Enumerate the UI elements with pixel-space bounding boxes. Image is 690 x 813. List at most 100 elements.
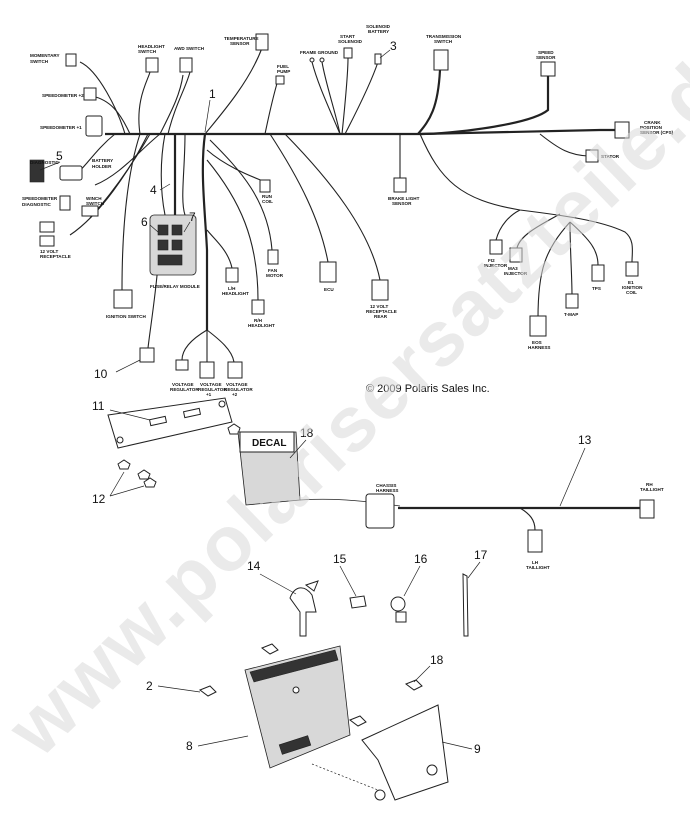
callout-6: 6 [141, 215, 148, 229]
label-voltage-regulator-2-3: +2 [232, 392, 238, 397]
leader-line [559, 447, 586, 507]
leader-line [197, 735, 249, 747]
wire-temp-sensor [204, 47, 263, 135]
label-rh-taillight-2: TAILLIGHT [640, 487, 664, 492]
label-start-solenoid-2: SOLENOID [338, 39, 363, 44]
leader-line [259, 573, 297, 595]
label-voltage-regulator-2-1: VOLTAGE [226, 382, 248, 387]
label-temperature-sensor-1: TEMPERATURE [224, 36, 259, 41]
decal-part-18: DECAL [237, 431, 401, 507]
label-frame-ground: FRAME GROUND [300, 50, 339, 55]
label-run-coil-1: RUN [262, 194, 273, 199]
battery-holder-connector [59, 165, 83, 181]
wire-frame-ground-2 [321, 61, 341, 135]
rivets-part-12 [117, 459, 157, 488]
label-ecu: ECU [324, 287, 334, 292]
callout-numbers: 1 3 4 5 6 7 10 11 12 18 13 14 15 16 17 2… [56, 39, 592, 756]
wire-rh-headlight [206, 159, 259, 301]
label-battery-holder-1: BATTERY [92, 158, 113, 163]
bracket-hole [426, 764, 438, 776]
label-crank-position-3: SENSOR (CPS) [640, 130, 674, 135]
clip-arrow [304, 580, 319, 592]
relay-part-10 [139, 347, 155, 363]
label-voltage-regulator-2: REGULATOR [170, 387, 199, 392]
label-lh-headlight-2: HEADLIGHT [222, 291, 249, 296]
wire-start-solenoid [341, 57, 349, 135]
ecu-connector [319, 261, 337, 283]
callout-9: 9 [474, 742, 481, 756]
wire-rear-receptacle [284, 133, 381, 281]
leader-line [159, 183, 171, 191]
eos-harness-connector [529, 315, 547, 337]
assembly-line [311, 763, 379, 791]
callout-4: 4 [150, 183, 157, 197]
screw [260, 643, 279, 655]
module-top-edge [249, 649, 339, 683]
label-12v-receptacle-2: RECEPTACLE [40, 254, 71, 259]
label-ma3-injector-2: INJECTOR [504, 271, 528, 276]
wire-tps [569, 221, 599, 266]
module-part-8 [244, 645, 351, 769]
momentary-switch-connector [65, 53, 77, 67]
wire-awd [159, 74, 184, 135]
bracket-plate [107, 397, 233, 449]
callout-18-screw: 18 [430, 653, 444, 667]
leader-line [339, 565, 357, 597]
voltage-regulator-1-connector [199, 361, 215, 379]
label-speedometer-diagnostic-2: DIAGNOSTIC [22, 202, 52, 207]
leader-line [379, 49, 391, 59]
leader-line [289, 439, 307, 459]
voltage-regulator-connector [175, 359, 189, 371]
wire-frame-ground [311, 61, 341, 135]
harness-to-regulator [201, 133, 209, 330]
speedometer-2-connector [83, 87, 97, 101]
leader-line [204, 99, 211, 133]
label-ignition-coil-1: E1 [628, 280, 634, 285]
leader-line [109, 471, 125, 497]
label-winch-switch-2: SWITCH [86, 201, 105, 206]
bracket-slot [148, 415, 168, 427]
bracket-slot [182, 407, 202, 419]
label-voltage-regulator-1: VOLTAGE [172, 382, 194, 387]
part-16-clamp [390, 596, 407, 623]
rh-taillight-connector [639, 499, 655, 519]
label-battery-holder-2: HOLDER [92, 164, 112, 169]
label-momentary-switch-2: SWITCH [30, 59, 49, 64]
callout-11: 11 [92, 399, 105, 413]
speedometer-diagnostic-connector [59, 195, 71, 211]
leader-line [109, 485, 145, 497]
label-solenoid-battery-2: BATTERY [368, 29, 389, 34]
connector-labels: MOMENTARY SWITCH SPEEDOMETER +2 SPEEDOME… [22, 24, 674, 570]
ma3-injector-connector [509, 247, 523, 263]
wire-fan-motor [209, 139, 273, 251]
callout-7: 7 [189, 210, 196, 224]
leader-line [39, 161, 61, 171]
label-lh-taillight-1: LH [532, 560, 539, 565]
frame-ground-terminal [309, 57, 315, 63]
label-12v-receptacle-1: 12 VOLT [40, 249, 58, 254]
label-headlight-switch-2: SWITCH [138, 49, 157, 54]
label-speedometer-2: SPEEDOMETER +2 [42, 93, 84, 98]
part-18-screw [404, 679, 423, 691]
rear-harness-part-13 [365, 493, 655, 553]
callout-18-decal: 18 [300, 426, 314, 440]
label-voltage-regulator-1-3: +1 [206, 392, 212, 397]
leader-line [403, 565, 421, 597]
label-diagnostic: DIAGNOSTIC [30, 160, 60, 165]
callout-12: 12 [92, 492, 106, 506]
part-17-cable-tie [462, 573, 469, 637]
label-rh-taillight-1: RH [646, 482, 653, 487]
start-solenoid-connector [343, 47, 353, 59]
label-transmission-switch-1: TRANSMISSION [426, 34, 462, 39]
copyright-text: © 2009 Polaris Sales Inc. [366, 383, 490, 395]
fi2-injector-connector [489, 239, 503, 255]
label-ignition-coil-2: IGNITION [622, 285, 643, 290]
label-ignition-coil-3: COIL [626, 290, 637, 295]
callout-14: 14 [247, 559, 261, 573]
part-2-screw [198, 685, 217, 697]
wire-run-coil [206, 149, 266, 183]
screw [348, 715, 367, 727]
label-eos-harness-2: HARNESS [528, 345, 550, 350]
label-speedometer-diagnostic-1: SPEEDOMETER [22, 196, 58, 201]
wire-eos [537, 221, 571, 319]
